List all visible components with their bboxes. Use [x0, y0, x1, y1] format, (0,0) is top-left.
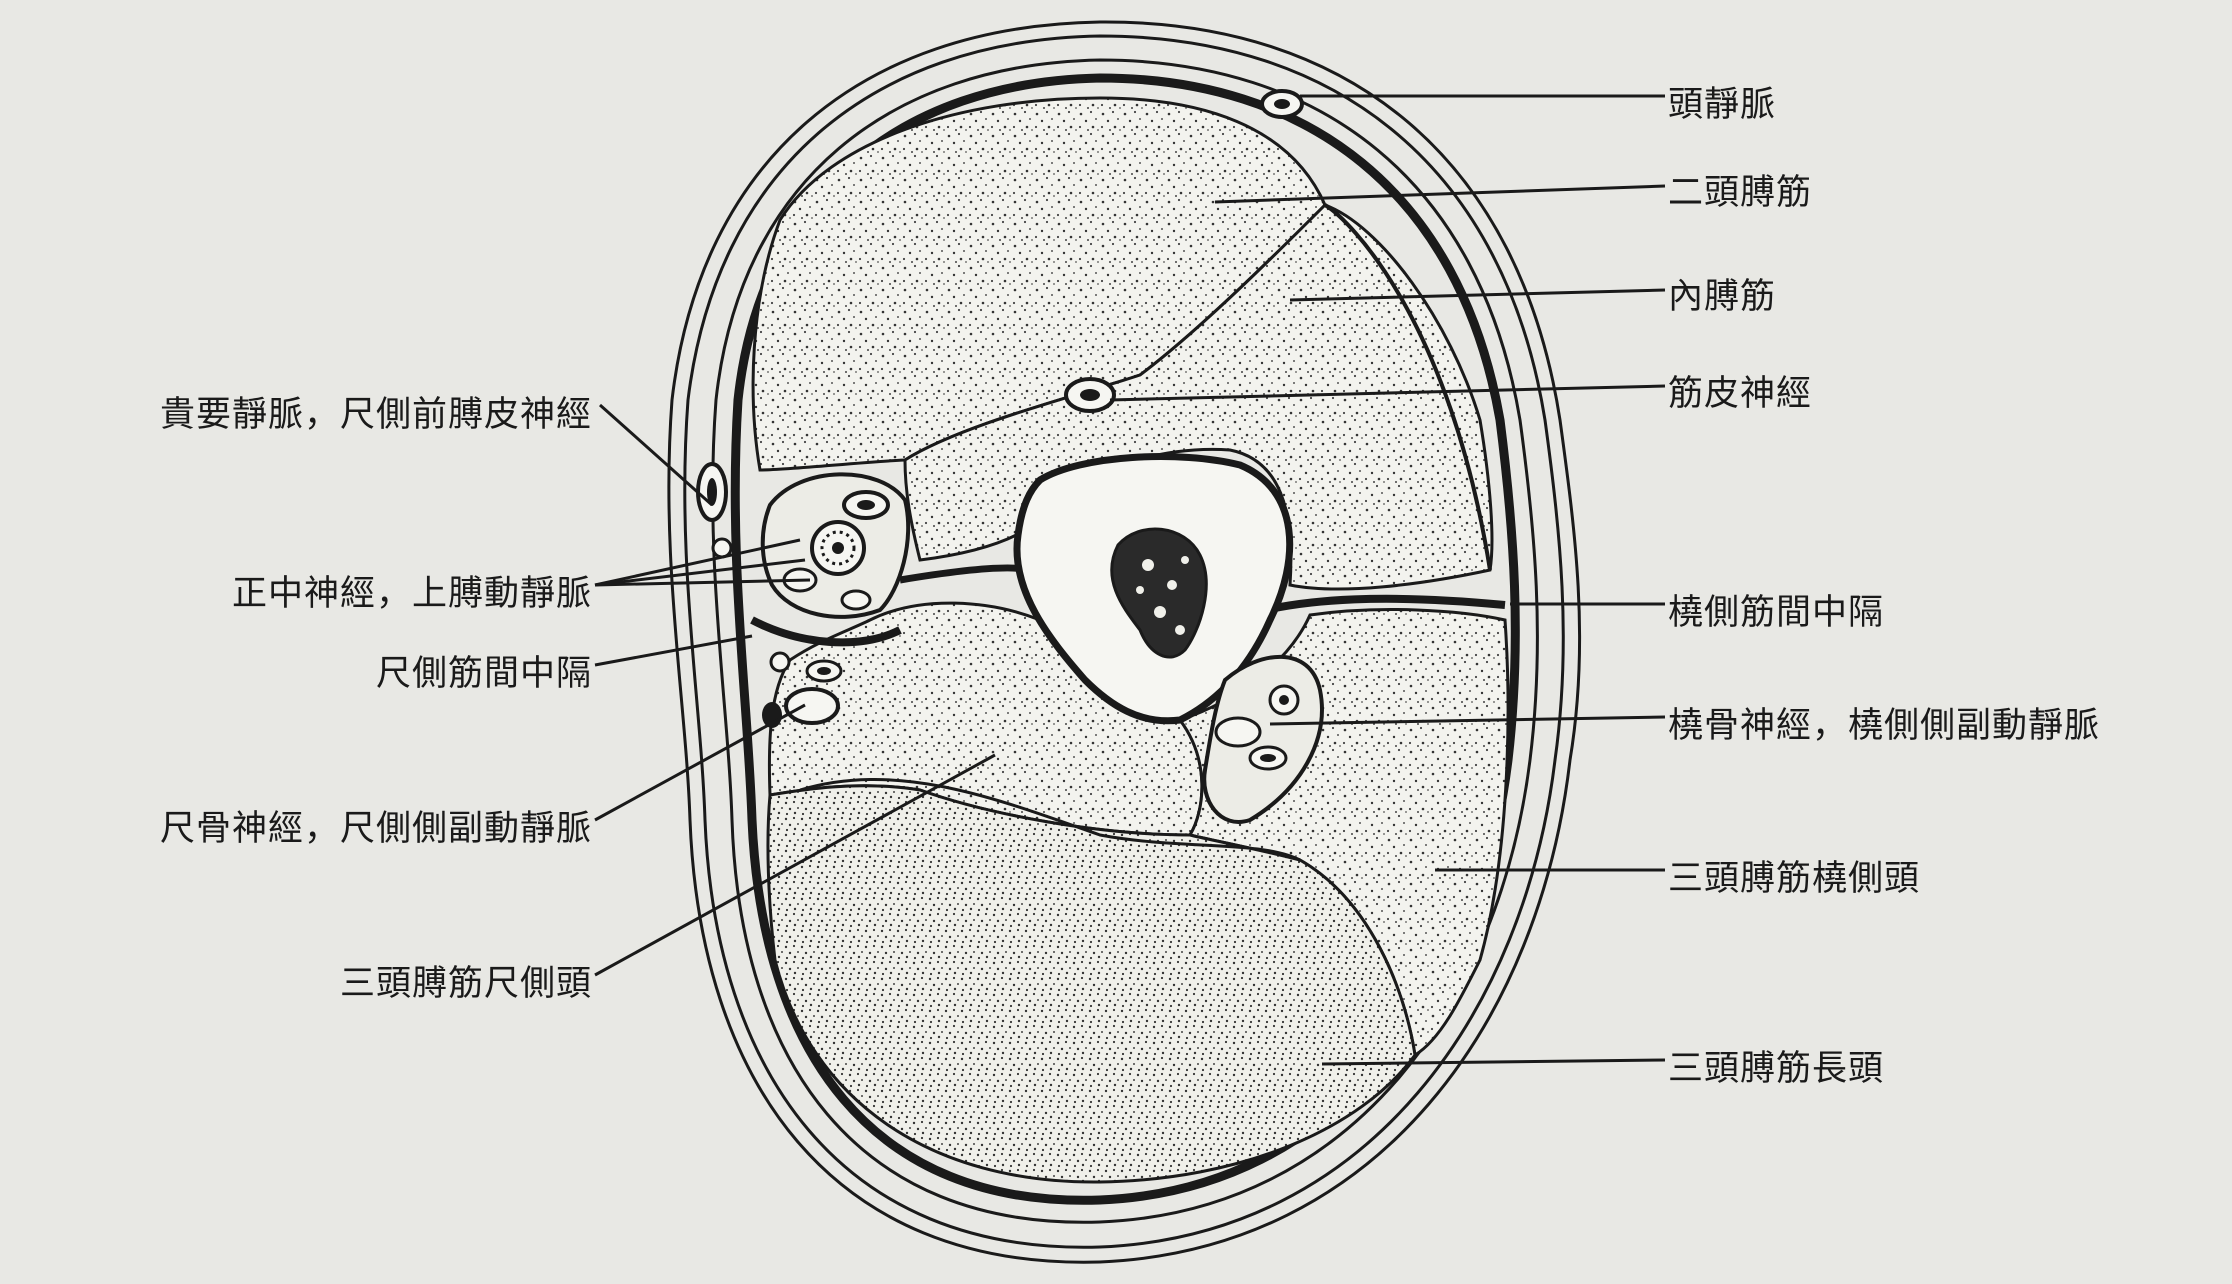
label-basilic-vein: 貴要靜脈，尺側前膊皮神經 [160, 386, 592, 437]
label-ulnar-nerve: 尺骨神經，尺側側副動靜脈 [160, 800, 592, 851]
label-median-nerve: 正中神經，上膊動靜脈 [232, 565, 592, 616]
ulnar-collateral-vessel [771, 653, 789, 671]
anterior-septum-band [900, 568, 1030, 580]
label-lateral-intermuscular-septum: 橈側筋間中隔 [1668, 584, 1884, 635]
radial-collateral-vessel [1216, 718, 1260, 746]
label-biceps: 二頭膊筋 [1668, 164, 1812, 215]
label-medial-intermuscular-septum: 尺側筋間中隔 [376, 645, 592, 696]
label-musculocutaneous-nerve: 筋皮神經 [1668, 365, 1812, 416]
label-triceps-lateral-head: 三頭膊筋橈側頭 [1668, 850, 1920, 901]
label-radial-nerve: 橈骨神經，橈側側副動靜脈 [1668, 697, 2100, 748]
leader-basilic-vein [600, 405, 712, 505]
label-triceps-medial-head: 三頭膊筋尺側頭 [340, 955, 592, 1006]
label-triceps-long-head: 三頭膊筋長頭 [1668, 1040, 1884, 1091]
label-brachialis: 內膊筋 [1668, 268, 1776, 319]
label-cephalic-vein: 頭靜脈 [1668, 76, 1776, 127]
leader-medial-septum [595, 636, 752, 665]
